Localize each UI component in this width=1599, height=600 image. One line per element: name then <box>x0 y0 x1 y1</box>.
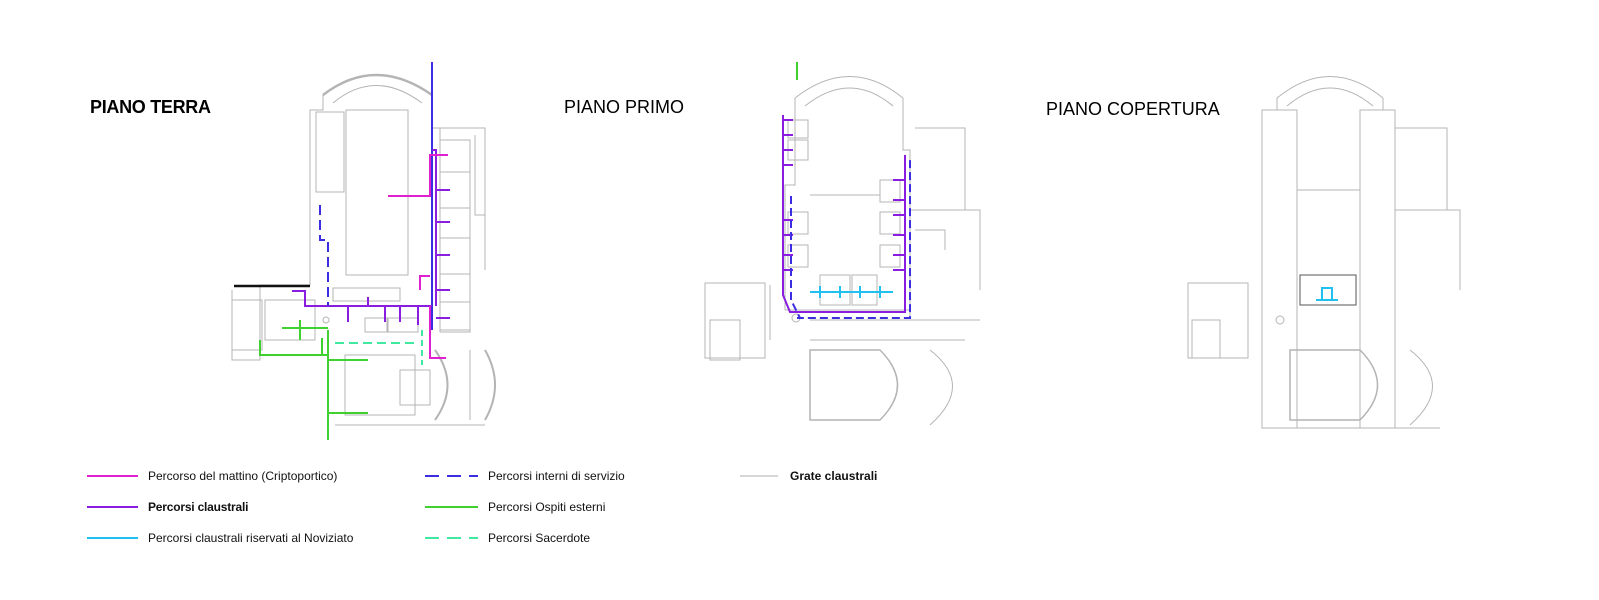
first-routes <box>782 62 911 319</box>
plan-title-ground-floor: PIANO TERRA <box>90 97 211 117</box>
legend-label-ospiti: Percorsi Ospiti esterni <box>488 500 606 514</box>
legend-label-servizio: Percorsi interni di servizio <box>488 469 625 483</box>
first-floor-plan <box>704 76 981 426</box>
legend-label-sacerdote: Percorsi Sacerdote <box>488 531 591 545</box>
legend-label-claustrali: Percorsi claustrali <box>148 500 249 514</box>
legend-label-noviziato: Percorsi claustrali riservati al Novizia… <box>148 531 354 545</box>
roof-plan <box>1187 76 1461 429</box>
ground-floor-plan <box>231 73 496 426</box>
plan-title-roof-floor: PIANO COPERTURA <box>1046 99 1220 119</box>
ground-routes <box>259 62 450 440</box>
roof-noviziato-route <box>1316 287 1338 301</box>
legend-label-grate: Grate claustrali <box>790 469 878 483</box>
plan-title-first-floor: PIANO PRIMO <box>564 97 685 117</box>
legend-label-mattino: Percorso del mattino (Criptoportico) <box>148 469 338 483</box>
legend-swatches <box>87 475 778 539</box>
